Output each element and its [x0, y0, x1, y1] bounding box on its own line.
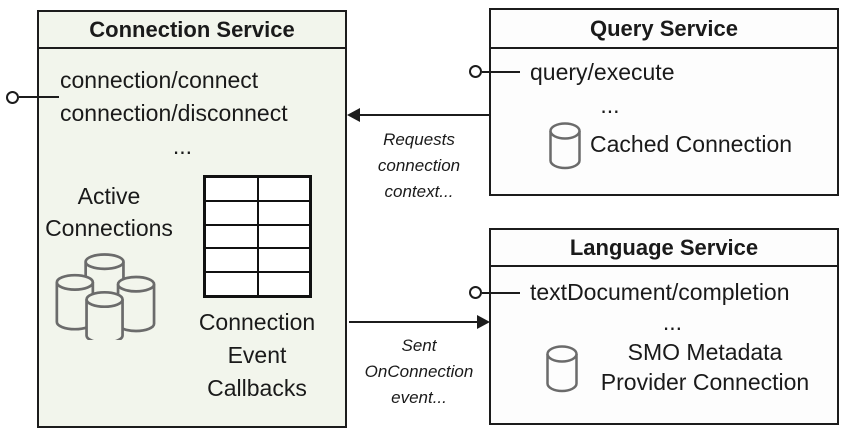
method-connection-disconnect: connection/disconnect	[60, 100, 288, 126]
interface-circle-icon	[6, 91, 19, 104]
arrowhead-left-icon	[347, 108, 360, 122]
sent-arrow-line	[349, 321, 478, 323]
language-service-title: Language Service	[491, 230, 837, 267]
cached-connection-label: Cached Connection	[590, 131, 793, 157]
table-cell	[257, 248, 310, 273]
database-icon	[549, 122, 581, 170]
connection-service-title: Connection Service	[39, 12, 345, 49]
table-cell	[257, 224, 310, 249]
language-service-box: Language Service textDocument/completion…	[489, 228, 839, 425]
method-connection-connect: connection/connect	[60, 67, 259, 93]
connection-service-methods: connection/connect connection/disconnect…	[60, 64, 305, 163]
arrowhead-right-icon	[477, 315, 490, 329]
interface-circle-icon	[469, 65, 482, 78]
interface-line	[482, 71, 520, 73]
connection-service-box: Connection Service connection/connect co…	[37, 10, 347, 428]
smo-metadata-provider-connection-label: SMO Metadata Provider Connection	[600, 339, 810, 395]
methods-ellipsis: ...	[600, 92, 620, 118]
connection-event-callbacks-label: Connection Event Callbacks	[198, 309, 316, 401]
requests-arrow-line	[359, 114, 489, 116]
callbacks-table-icon	[203, 175, 312, 298]
table-cell	[205, 200, 258, 225]
query-service-box: Query Service query/execute ... Cached C…	[489, 8, 839, 196]
requests-connection-context-label: Requests connection context...	[377, 130, 461, 201]
table-cell	[257, 272, 310, 296]
table-cell	[205, 272, 258, 296]
interface-circle-icon	[469, 286, 482, 299]
table-cell	[205, 177, 258, 201]
interface-line	[19, 96, 59, 98]
methods-ellipsis: ...	[172, 133, 193, 159]
methods-ellipsis: ...	[662, 309, 683, 335]
active-connections-label: Active Connections	[45, 183, 173, 241]
query-service-methods: query/execute ...	[530, 56, 690, 122]
table-cell	[205, 248, 258, 273]
method-query-execute: query/execute	[530, 59, 675, 85]
table-cell	[257, 177, 310, 201]
query-service-title: Query Service	[491, 10, 837, 49]
database-icon	[546, 345, 578, 393]
table-cell	[257, 200, 310, 225]
sent-onconnection-event-label: Sent OnConnection event...	[364, 336, 474, 407]
database-cluster-icon	[55, 253, 156, 340]
table-cell	[205, 224, 258, 249]
interface-line	[482, 292, 520, 294]
method-textdocument-completion: textDocument/completion	[530, 279, 790, 305]
language-service-methods: textDocument/completion ...	[530, 277, 815, 337]
